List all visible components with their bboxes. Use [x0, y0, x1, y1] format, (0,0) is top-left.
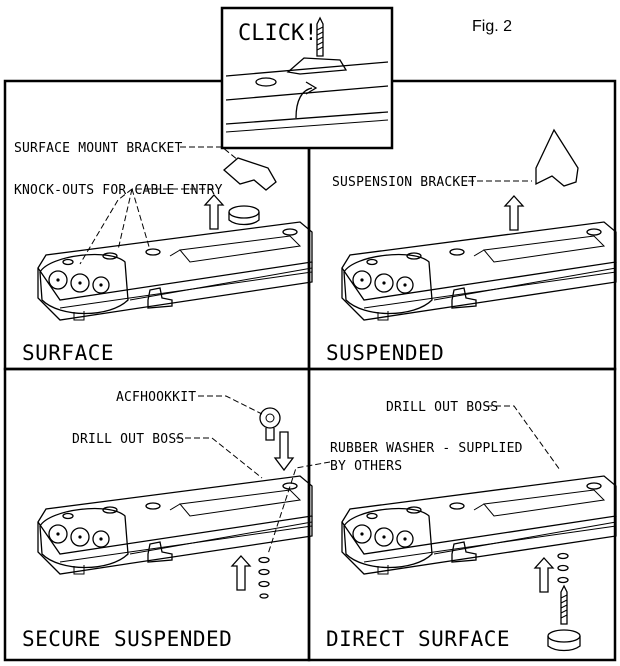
eye-hook — [259, 407, 281, 441]
suspended-title: SUSPENDED — [326, 341, 444, 365]
secure-suspended-title: SECURE SUSPENDED — [22, 627, 232, 651]
direct-screw — [560, 585, 568, 625]
washer-label-line1: RUBBER WASHER - SUPPLIED — [330, 441, 523, 456]
secure-down-arrow — [273, 431, 295, 472]
surface-up-arrow — [204, 194, 224, 230]
direct-up-arrow — [534, 557, 554, 593]
hook-kit-label: ACFHOOKKIT — [116, 390, 196, 405]
figure-label: Fig. 2 — [472, 18, 512, 35]
rubber-washers — [258, 556, 270, 599]
direct-washers — [557, 552, 569, 584]
click-inset: CLICK! — [220, 6, 394, 150]
direct-puck — [547, 629, 581, 652]
mounting-puck — [228, 205, 260, 219]
direct-surface-panel-frame — [307, 367, 617, 662]
surface-mount-bracket — [223, 157, 277, 191]
surface-panel: SURFACE MOUNT BRACKET KNOCK-OUTS FOR CAB… — [14, 141, 313, 365]
direct-surface-luminaire — [341, 475, 617, 575]
surface-luminaire — [37, 221, 313, 321]
surface-title: SURFACE — [22, 341, 114, 365]
secure-suspended-luminaire — [37, 475, 313, 575]
washer-label-line2: BY OTHERS — [330, 459, 402, 474]
direct-surface-title: DIRECT SURFACE — [326, 627, 510, 651]
click-caption: CLICK! — [238, 21, 317, 46]
secure-up-arrow — [231, 555, 251, 591]
secure-suspended-panel: ACFHOOKKIT DRILL OUT BOSS RUBBER WASHER … — [22, 390, 523, 651]
suspended-up-arrow — [504, 195, 524, 231]
suspended-luminaire — [341, 221, 617, 321]
suspended-panel: SUSPENSION BRACKET SUSPENDED — [326, 128, 617, 365]
suspension-bracket — [535, 128, 579, 187]
surface-mount-bracket-label: SURFACE MOUNT BRACKET — [14, 141, 183, 156]
direct-surface-panel: DRILL OUT BOSS DIRECT SURFACE — [326, 400, 617, 652]
secure-suspended-panel-frame — [3, 367, 311, 662]
knockouts-label: KNOCK-OUTS FOR CABLE ENTRY — [14, 183, 223, 198]
secure-boss-label: DRILL OUT BOSS — [72, 432, 184, 447]
suspension-bracket-label: SUSPENSION BRACKET — [332, 175, 476, 190]
direct-boss-label: DRILL OUT BOSS — [386, 400, 498, 415]
